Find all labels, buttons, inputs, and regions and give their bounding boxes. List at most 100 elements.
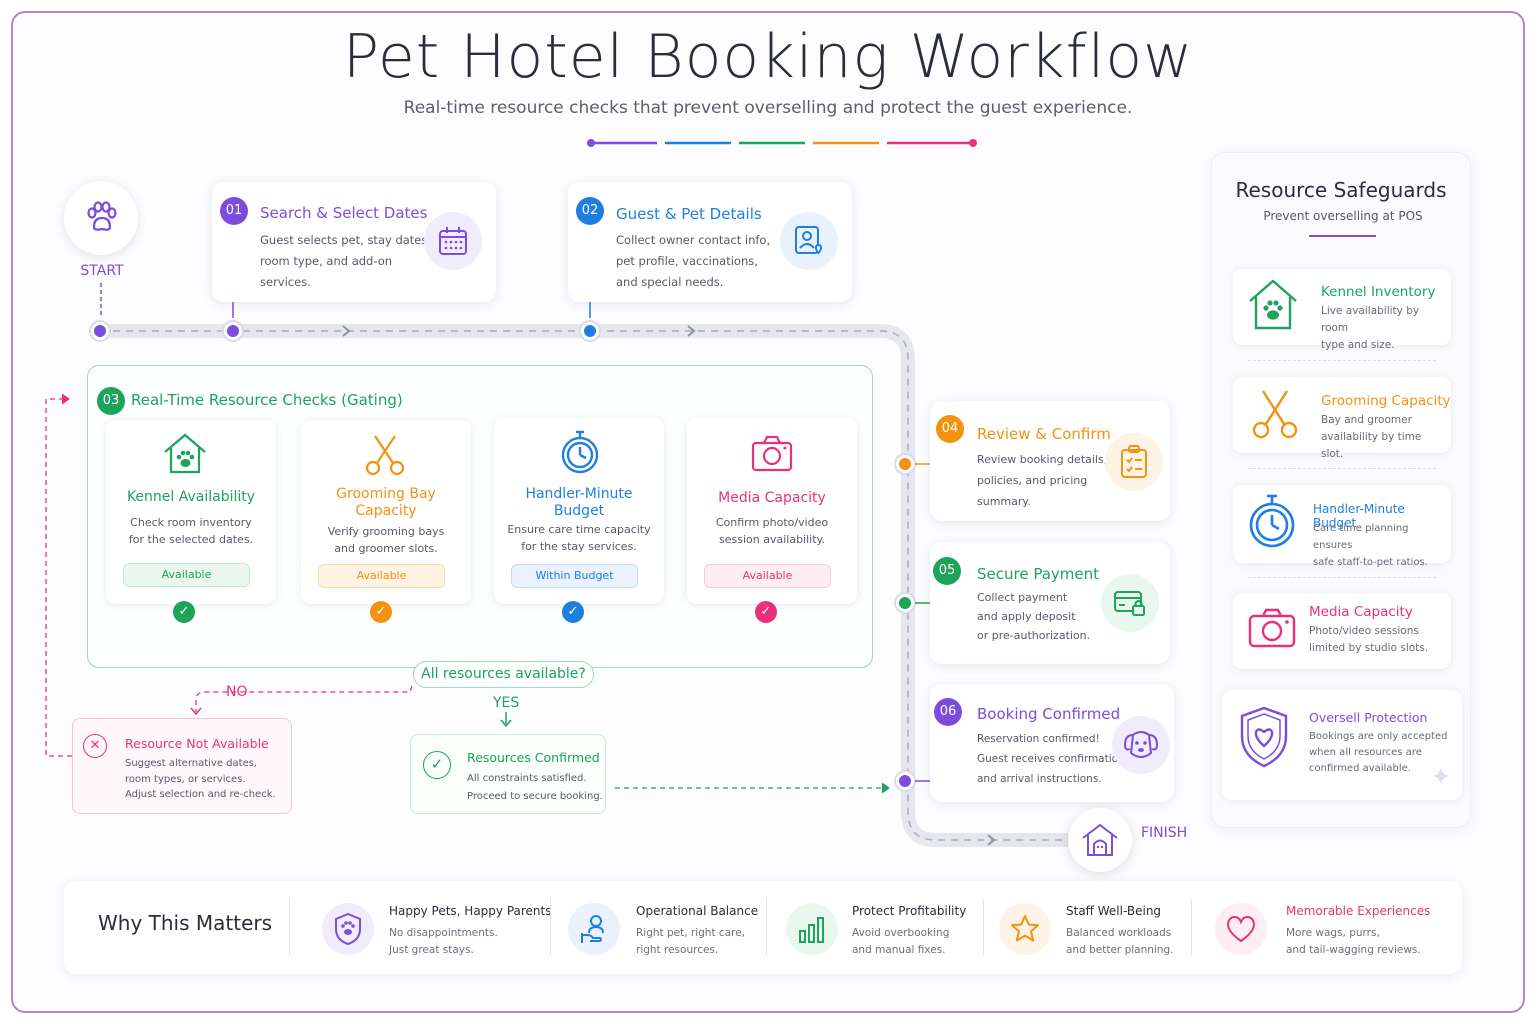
safeguard-oversell-protection[interactable]: Oversell Protection Bookings are only ac… <box>1222 690 1462 800</box>
step-number: 02 <box>576 197 604 225</box>
status-badge: Available <box>318 564 445 588</box>
step-desc-line: summary. <box>977 495 1031 508</box>
step-number: 04 <box>936 415 964 443</box>
safeguard-desc-line: Live availability by room <box>1321 305 1420 334</box>
step-desc-line: and arrival instructions. <box>977 773 1102 785</box>
why-desc-line: and better planning. <box>1066 944 1174 956</box>
safeguard-desc-line: Care time planning ensures <box>1313 523 1409 551</box>
safeguard-title: Media Capacity <box>1309 604 1413 620</box>
step-card-guest-details[interactable]: 02 Guest & Pet Details Collect owner con… <box>568 182 852 302</box>
color-divider <box>587 139 977 147</box>
check-title: Capacity <box>355 503 417 519</box>
step-desc-line: Guest selects pet, stay dates, <box>260 233 432 247</box>
divider <box>1248 360 1436 361</box>
kennel-dog-icon <box>1082 823 1118 856</box>
card-title: Resources Confirmed <box>467 750 600 765</box>
check-mark-icon: ✓ <box>370 601 392 623</box>
step-card-booking-confirmed[interactable]: 06 Booking Confirmed Reservation confirm… <box>930 684 1174 802</box>
scissors-icon <box>1252 390 1298 439</box>
step-card-review-confirm[interactable]: 04 Review & Confirm Review booking detai… <box>930 401 1170 521</box>
step-desc-line: Reservation confirmed! <box>977 733 1100 745</box>
check-desc-line: Ensure care time capacity <box>507 523 651 536</box>
safeguard-handler-minute-budget[interactable]: Handler-Minute Budget Care time planning… <box>1233 485 1451 568</box>
step-title: Guest & Pet Details <box>616 205 762 223</box>
step-desc-line: and special needs. <box>616 275 724 289</box>
why-desc-line: Balanced workloads <box>1066 927 1172 939</box>
check-mark-icon: ✓ <box>562 601 584 623</box>
safeguard-desc-line: confirmed available. <box>1309 763 1411 774</box>
bar-chart-icon <box>786 903 838 955</box>
gating-title: Real-Time Resource Checks (Gating) <box>131 391 403 409</box>
safeguard-desc-line: availability by time slot. <box>1321 431 1422 460</box>
safeguard-desc-line: limited by studio slots. <box>1309 642 1429 654</box>
safeguard-title: Oversell Protection <box>1309 710 1428 725</box>
profile-heart-icon <box>780 212 838 270</box>
safeguard-media-capacity[interactable]: Media Capacity Photo/video sessions limi… <box>1233 593 1451 669</box>
safeguards-underline <box>1309 235 1376 237</box>
safeguard-kennel-inventory[interactable]: Kennel Inventory Live availability by ro… <box>1233 269 1451 351</box>
stopwatch-icon <box>561 430 599 474</box>
shield-heart-icon <box>1240 706 1288 768</box>
safeguard-grooming-capacity[interactable]: Grooming Capacity Bay and groomer availa… <box>1233 377 1451 460</box>
step-desc-line: services. <box>260 275 311 289</box>
paw-icon <box>87 201 117 231</box>
finish-label: FINISH <box>1141 825 1188 841</box>
why-desc-line: right resources. <box>636 944 719 956</box>
step-desc-line: policies, and pricing <box>977 474 1088 487</box>
step-number: 06 <box>934 698 962 726</box>
divider <box>1191 899 1192 956</box>
shield-paw-icon <box>322 903 374 955</box>
step-title: Secure Payment <box>977 565 1100 583</box>
step-title: Booking Confirmed <box>977 705 1121 723</box>
why-desc-line: Right pet, right care, <box>636 927 746 939</box>
why-item-title: Memorable Experiences <box>1286 904 1431 918</box>
why-desc-line: and tail-wagging reviews. <box>1286 944 1421 956</box>
no-label: NO <box>226 684 248 700</box>
check-card-media[interactable]: Media Capacity Confirm photo/video sessi… <box>687 418 857 604</box>
safeguard-desc-line: Photo/video sessions <box>1309 625 1419 637</box>
finish-node <box>1068 808 1132 872</box>
why-desc-line: Just great stays. <box>389 944 474 956</box>
check-title: Media Capacity <box>718 490 826 506</box>
check-desc-line: for the selected dates. <box>128 533 254 546</box>
star-icon <box>999 903 1051 955</box>
step-desc-line: Collect owner contact info, <box>616 233 771 247</box>
kennel-paw-icon <box>164 433 206 474</box>
why-title: Why This Matters <box>98 911 273 935</box>
why-desc-line: Avoid overbooking <box>852 927 950 939</box>
safeguard-desc-line: Bookings are only accepted <box>1309 731 1448 742</box>
step-card-search-dates[interactable]: 01 Search & Select Dates Guest selects p… <box>212 182 496 302</box>
resource-not-available-card: ✕ Resource Not Available Suggest alterna… <box>72 718 292 814</box>
step-desc-line: and apply deposit <box>977 610 1076 623</box>
page-title: Pet Hotel Booking Workflow <box>342 22 1194 92</box>
status-badge: Within Budget <box>511 564 638 588</box>
why-desc-line: No disappointments. <box>389 927 498 939</box>
step-number: 05 <box>933 557 961 585</box>
check-circle-icon: ✓ <box>423 751 451 779</box>
check-mark-icon: ✓ <box>173 601 195 623</box>
divider <box>289 899 290 956</box>
safeguard-desc-line: Bay and groomer <box>1321 414 1412 426</box>
safeguard-title: Kennel Inventory <box>1321 284 1436 300</box>
sparkle-icon <box>1432 767 1450 785</box>
status-badge: Available <box>123 563 250 587</box>
heart-icon <box>1215 903 1267 955</box>
step-desc-line: Guest receives confirmation <box>977 753 1125 765</box>
camera-icon <box>751 435 793 472</box>
step-card-secure-payment[interactable]: 05 Secure Payment Collect payment and ap… <box>930 542 1170 664</box>
check-title: Grooming Bay <box>336 486 436 502</box>
check-card-kennel[interactable]: Kennel Availability Check room inventory… <box>106 420 276 604</box>
step-desc-line: room type, and add-on <box>260 254 393 268</box>
close-circle-icon: ✕ <box>83 734 107 758</box>
safeguard-title: Handler-Minute Budget <box>1313 502 1405 530</box>
card-title: Resource Not Available <box>125 736 269 751</box>
step-desc-line: or pre-authorization. <box>977 629 1091 642</box>
check-card-grooming[interactable]: Grooming Bay Capacity Verify grooming ba… <box>301 420 471 604</box>
why-item-title: Protect Profitability <box>852 904 967 918</box>
safeguards-title: Resource Safeguards <box>1235 178 1447 202</box>
check-card-handler-minute[interactable]: Handler-Minute Budget Ensure care time c… <box>494 418 664 604</box>
check-mark-icon: ✓ <box>755 601 777 623</box>
decision-question: All resources available? <box>413 661 594 688</box>
calendar-icon <box>424 212 482 270</box>
safeguard-desc-line: type and size. <box>1321 339 1395 351</box>
